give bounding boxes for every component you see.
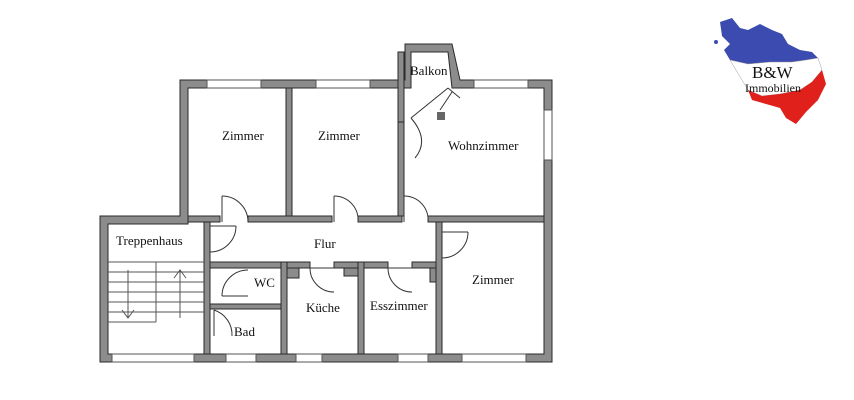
label-bad: Bad: [234, 324, 255, 339]
interior-walls: [187, 51, 545, 355]
logo-region-top: [720, 18, 818, 64]
balkon-bay: [410, 87, 461, 159]
label-esszimmer: Esszimmer: [370, 298, 428, 313]
label-balkon: Balkon: [410, 63, 448, 78]
label-treppenhaus: Treppenhaus: [116, 233, 183, 248]
label-wohnzimmer: Wohnzimmer: [448, 138, 519, 153]
label-wc: WC: [254, 275, 275, 290]
label-zimmer-2: Zimmer: [318, 128, 361, 143]
label-zimmer-1: Zimmer: [222, 128, 265, 143]
windows: [111, 79, 553, 363]
doors: [209, 195, 469, 337]
room-labels: Balkon Zimmer Zimmer Wohnzimmer Treppenh…: [116, 63, 519, 339]
staircase: [108, 261, 204, 323]
logo-subtitle: Immobilien: [745, 81, 801, 95]
logo-region-bottom: [748, 70, 826, 124]
label-kueche: Küche: [306, 300, 340, 315]
company-logo: B&W Immobilien: [714, 18, 826, 124]
label-zimmer-3: Zimmer: [472, 272, 515, 287]
label-flur: Flur: [314, 236, 336, 251]
logo-brand: B&W: [752, 63, 794, 82]
